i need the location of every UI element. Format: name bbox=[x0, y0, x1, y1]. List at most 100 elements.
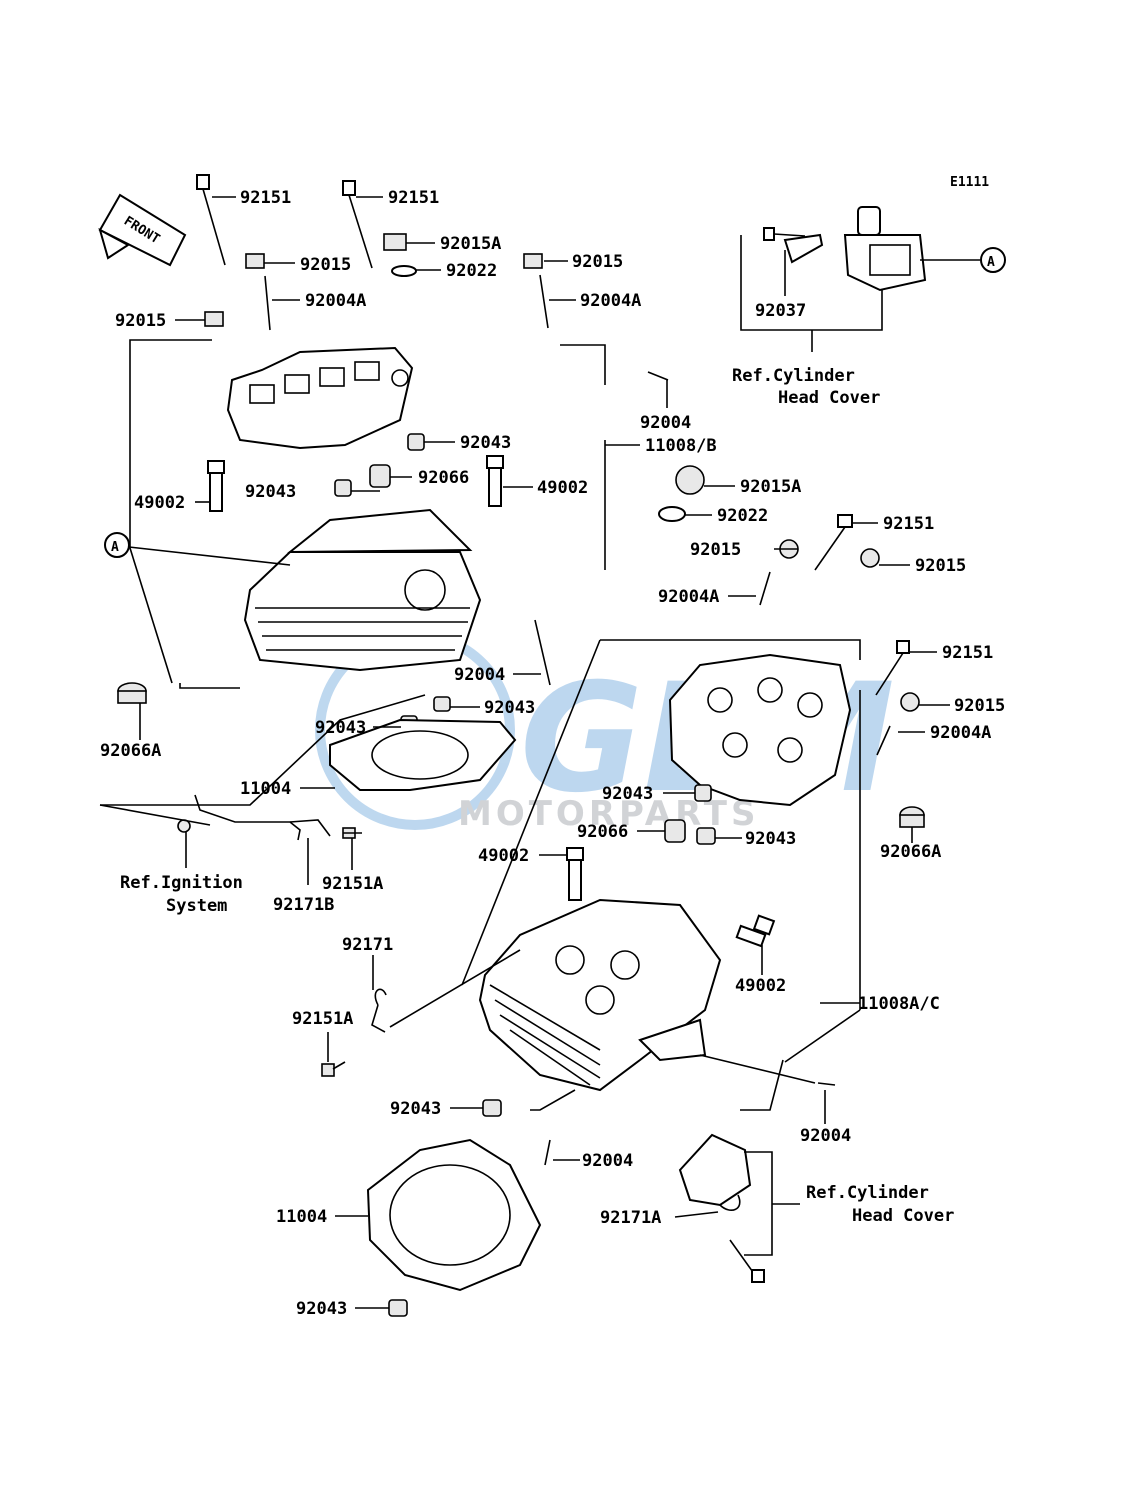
svg-text:Ref.Cylinder: Ref.Cylinder bbox=[732, 366, 855, 386]
label-92171B: 92171B bbox=[273, 895, 334, 915]
bolt-92151A-upper bbox=[342, 827, 362, 839]
label-92043: 92043 bbox=[390, 1099, 441, 1119]
leader-lines bbox=[139, 196, 980, 1309]
label-92151: 92151 bbox=[883, 514, 934, 534]
label-92004A: 92004A bbox=[930, 723, 991, 743]
bracket-92171B bbox=[194, 794, 331, 841]
stud-92004-lower-b bbox=[817, 1082, 836, 1086]
frame-lower-bottom-right bbox=[740, 1059, 784, 1111]
label-92004: 92004 bbox=[454, 665, 505, 685]
bolt-92151-mid bbox=[342, 180, 373, 269]
label-92022: 92022 bbox=[717, 506, 768, 526]
nut-92015A-lower bbox=[675, 465, 705, 495]
label-92043: 92043 bbox=[745, 829, 796, 849]
label-92043: 92043 bbox=[460, 433, 511, 453]
svg-text:Head Cover: Head Cover bbox=[852, 1206, 954, 1226]
nut-92015-a bbox=[245, 253, 265, 269]
plug-92066A-left bbox=[117, 682, 147, 704]
plug-92066-top bbox=[369, 464, 391, 488]
label-92004A: 92004A bbox=[305, 291, 366, 311]
ignition-coil-lower bbox=[678, 1133, 752, 1211]
stud-92004A-a bbox=[264, 275, 271, 331]
gasket-11004-lower bbox=[366, 1138, 542, 1292]
plug-92066A-right bbox=[899, 806, 925, 828]
stud-92004A-b bbox=[539, 274, 549, 329]
label-92151: 92151 bbox=[388, 188, 439, 208]
label-92015: 92015 bbox=[115, 311, 166, 331]
bolt-92151-left bbox=[196, 174, 226, 266]
frame-upper-right bbox=[560, 344, 606, 385]
dowel-92043-g bbox=[482, 1099, 502, 1117]
svg-text:System: System bbox=[166, 896, 227, 916]
ref-marker-a-left: A bbox=[104, 532, 291, 566]
leader-92171-head bbox=[389, 949, 521, 1028]
label-92022: 92022 bbox=[446, 261, 497, 281]
label-92151: 92151 bbox=[240, 188, 291, 208]
ref-marker-a-right: A bbox=[980, 247, 1006, 273]
guide-49002-right bbox=[486, 455, 504, 507]
bolt-92151-lower-a bbox=[814, 514, 853, 571]
cylinder-front bbox=[478, 898, 722, 1092]
ignition-coil-top bbox=[843, 206, 927, 292]
gasket-11004-upper bbox=[329, 718, 517, 791]
dowel-92043-d bbox=[433, 696, 451, 712]
label-49002: 49002 bbox=[134, 493, 185, 513]
bolt-92151A-lower bbox=[321, 1061, 346, 1077]
nut-92015-c bbox=[204, 311, 224, 327]
label-92043: 92043 bbox=[315, 718, 366, 738]
label-92043: 92043 bbox=[296, 1299, 347, 1319]
label-49002: 49002 bbox=[478, 846, 529, 866]
stud-92004-mid bbox=[534, 619, 551, 686]
frame-left-drop bbox=[129, 547, 173, 684]
diagram-code: E1111 bbox=[950, 175, 989, 190]
bracket-92037 bbox=[783, 233, 824, 264]
ref-caption-cyl-head-cover-top: Ref.Cylinder Head Cover bbox=[732, 366, 880, 408]
label-92015: 92015 bbox=[954, 696, 1005, 716]
part-labels: 92151 92151 92015 92015A 92015 92022 920… bbox=[100, 188, 1005, 1319]
svg-text:A: A bbox=[111, 540, 119, 555]
label-92043: 92043 bbox=[484, 698, 535, 718]
dowel-92043-h bbox=[388, 1299, 408, 1317]
label-92066: 92066 bbox=[577, 822, 628, 842]
label-92171A: 92171A bbox=[600, 1208, 661, 1228]
bolt-92037 bbox=[763, 227, 806, 241]
ref-caption-cyl-head-cover-bottom: Ref.Cylinder Head Cover bbox=[806, 1183, 954, 1226]
label-92004: 92004 bbox=[582, 1151, 633, 1171]
guide-49002-lower-right bbox=[735, 914, 776, 948]
label-92015: 92015 bbox=[300, 255, 351, 275]
dowel-92043-e bbox=[694, 784, 712, 802]
stud-92004A-lower bbox=[759, 571, 771, 606]
label-92151A: 92151A bbox=[292, 1009, 353, 1029]
svg-text:A: A bbox=[987, 255, 995, 270]
leader-stud-lower bbox=[699, 1054, 816, 1084]
guide-49002-left bbox=[207, 460, 225, 512]
front-arrow: FRONT bbox=[98, 193, 187, 267]
ref-caption-ignition: Ref.Ignition System bbox=[120, 873, 243, 916]
cylinder-rear bbox=[243, 508, 482, 672]
stud-92004A-lower-b bbox=[876, 725, 891, 756]
svg-text:Head Cover: Head Cover bbox=[778, 388, 880, 408]
dowel-92043-f bbox=[696, 827, 716, 845]
label-92066: 92066 bbox=[418, 468, 469, 488]
label-92004: 92004 bbox=[640, 413, 691, 433]
stud-92004-top bbox=[647, 371, 669, 381]
dowel-92043-b bbox=[334, 479, 352, 497]
cylinder-head-lower-right bbox=[668, 653, 852, 807]
label-92066A: 92066A bbox=[880, 842, 941, 862]
label-92037: 92037 bbox=[755, 301, 806, 321]
label-92015A: 92015A bbox=[740, 477, 801, 497]
frame-lower-diag bbox=[461, 639, 601, 986]
cylinder-head-upper bbox=[226, 346, 414, 450]
label-92015A: 92015A bbox=[440, 234, 501, 254]
stud-92004-lower-a bbox=[544, 1139, 551, 1166]
label-92151: 92151 bbox=[942, 643, 993, 663]
frame-lower-top bbox=[600, 639, 861, 660]
washer-92022 bbox=[391, 265, 417, 277]
frame-lower-bottom-left bbox=[530, 1089, 576, 1111]
label-49002: 49002 bbox=[735, 976, 786, 996]
bolt-lower-right bbox=[729, 1239, 765, 1283]
label-92004A: 92004A bbox=[580, 291, 641, 311]
label-92004: 92004 bbox=[800, 1126, 851, 1146]
